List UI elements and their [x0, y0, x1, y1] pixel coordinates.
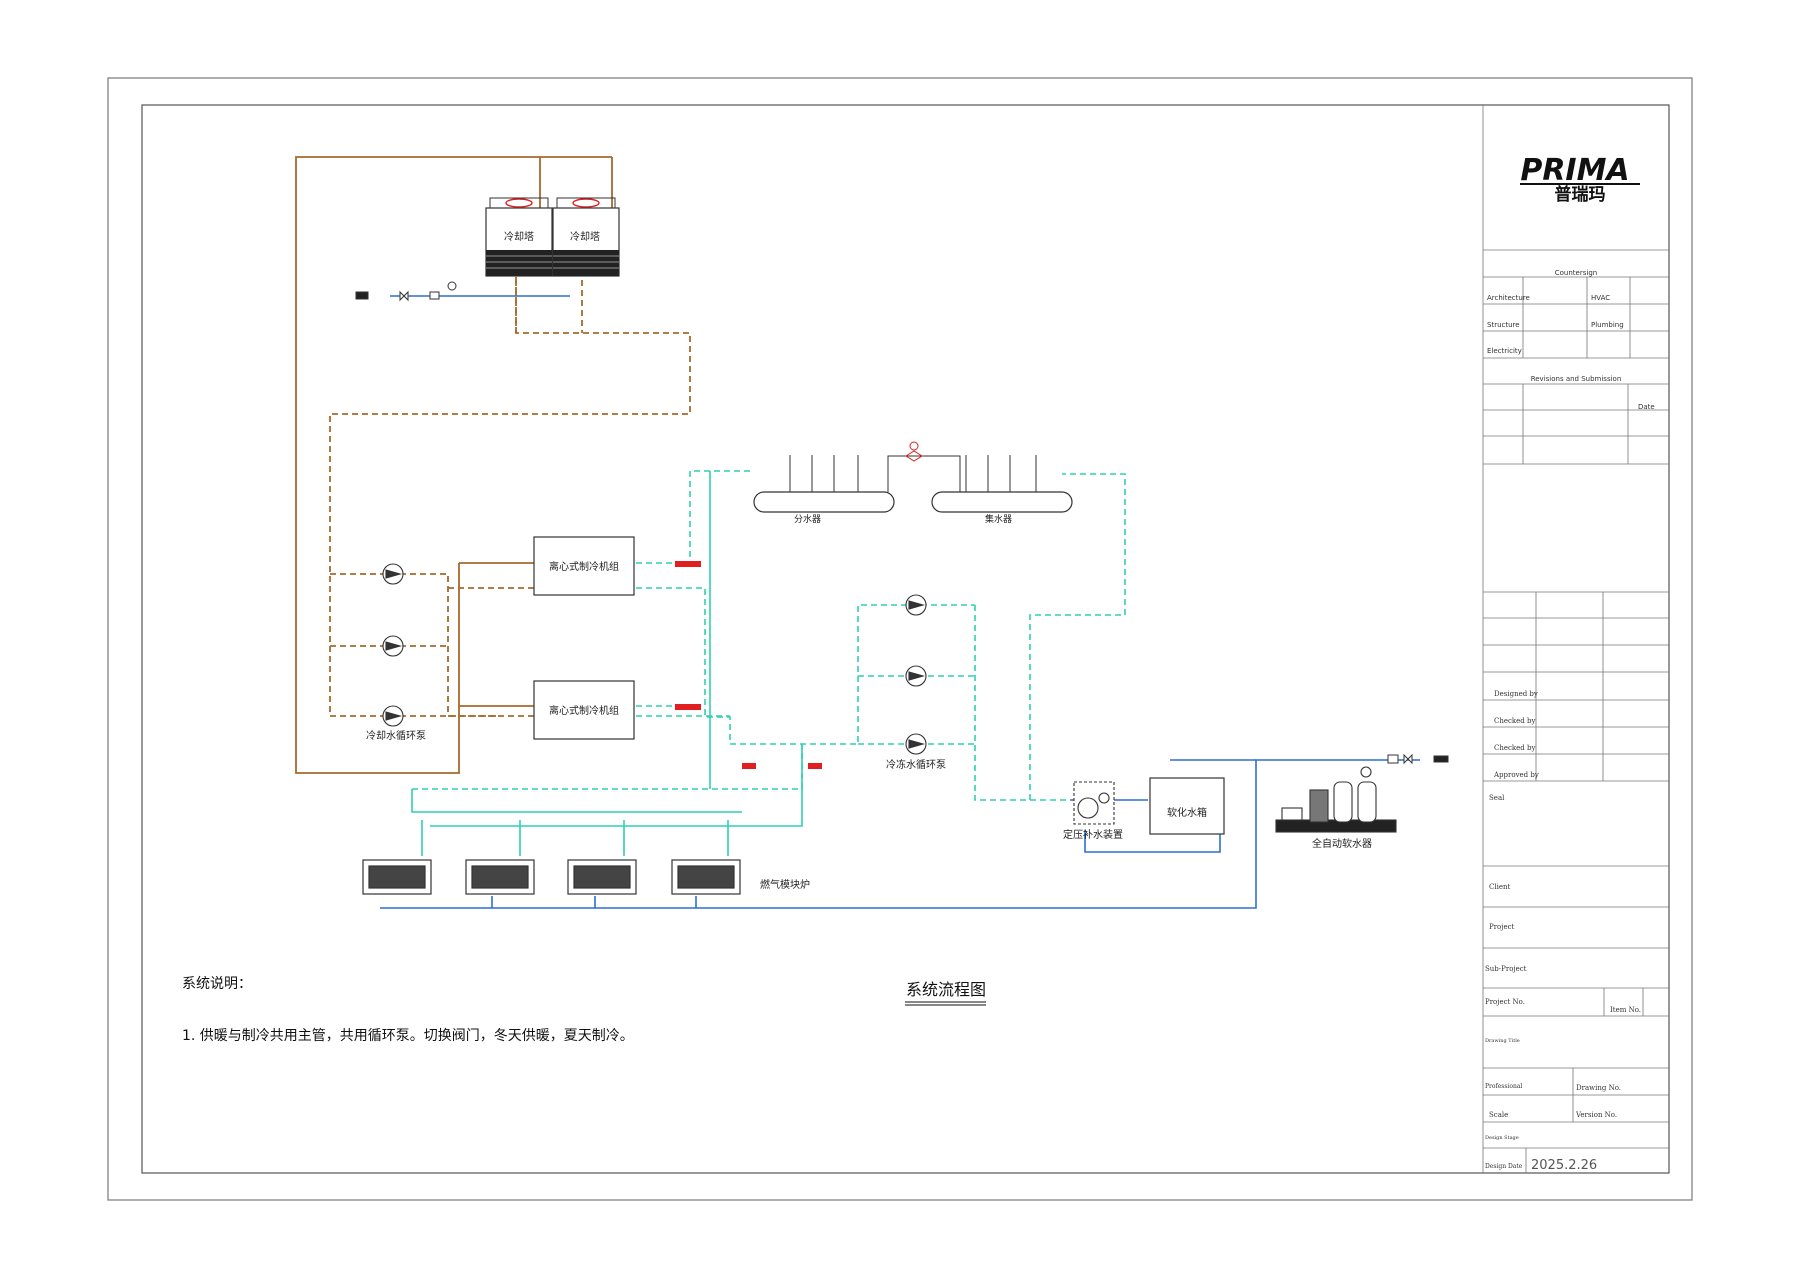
soft-water-tank: 软化水箱 — [1149, 777, 1225, 835]
label-checked-by-2: Checked by — [1494, 744, 1535, 752]
water-softener — [1275, 766, 1397, 833]
label-design-date: Design Date — [1485, 1163, 1523, 1170]
boiler-group — [362, 859, 741, 895]
cooling-pump-group — [382, 563, 404, 727]
label-approved-by: Approved by — [1493, 771, 1539, 779]
label-hvac: HVAC — [1591, 294, 1610, 302]
cooling-tower-2-label: 冷却塔 — [570, 230, 600, 243]
cooling-tower-1: 冷却塔 — [485, 197, 553, 277]
cooling-pump-group-label: 冷却水循环泵 — [366, 729, 426, 742]
notes-line-1: 1. 供暖与制冷共用主管，共用循环泵。切换阀门，冬天供暖，夏天制冷。 — [182, 1027, 634, 1044]
chiller-valve-marks-icon — [675, 561, 822, 769]
label-drawing-no: Drawing No. — [1576, 1084, 1621, 1092]
label-professional: Professional — [1485, 1083, 1522, 1090]
label-structure: Structure — [1487, 321, 1520, 329]
label-project: Project — [1489, 923, 1515, 931]
city-water-inlet-icon — [1387, 753, 1449, 765]
design-date-value: 2025.2.26 — [1531, 1158, 1597, 1173]
label-item-no: Item No. — [1610, 1006, 1641, 1014]
chiller-2-label: 离心式制冷机组 — [549, 704, 619, 717]
countersign-header: Countersign — [1555, 269, 1597, 277]
soft-water-tank-label: 软化水箱 — [1167, 806, 1207, 819]
return-header-label: 集水器 — [985, 513, 1012, 525]
label-project-no: Project No. — [1485, 998, 1525, 1006]
label-scale: Scale — [1489, 1111, 1508, 1119]
chiller-2: 离心式制冷机组 — [533, 680, 635, 740]
logo-text: PRIMA — [1520, 153, 1629, 188]
notes-heading: 系统说明： — [182, 976, 252, 992]
label-plumbing: Plumbing — [1591, 321, 1624, 329]
label-architecture: Architecture — [1487, 294, 1530, 302]
supply-header-label: 分水器 — [794, 513, 821, 525]
label-client: Client — [1489, 883, 1510, 891]
boiler-group-label: 燃气模块炉 — [760, 878, 810, 891]
label-design-stage: Design Stage — [1485, 1135, 1519, 1141]
label-designed-by: Designed by — [1494, 690, 1538, 698]
water-softener-label: 全自动软水器 — [1312, 837, 1372, 850]
header-branch-valves-icon — [789, 441, 1037, 492]
chiller-1: 离心式制冷机组 — [533, 536, 635, 596]
outer-frame — [107, 77, 1693, 1201]
revisions-header: Revisions and Submission — [1531, 375, 1622, 383]
label-checked-by-1: Checked by — [1494, 717, 1535, 725]
cooling-tower-1-label: 冷却塔 — [504, 230, 534, 243]
chilled-water-piping — [412, 470, 1126, 801]
brand-logo: PRIMA 普瑞玛 — [1520, 153, 1640, 205]
makeup-unit — [1073, 781, 1115, 825]
chilled-pump-group — [905, 594, 927, 755]
label-drawing-title: Drawing Title — [1485, 1038, 1520, 1044]
label-date: Date — [1638, 403, 1655, 411]
inner-frame — [141, 104, 1670, 1174]
chilled-water-piping-solid — [411, 471, 803, 856]
city-water-piping — [380, 295, 1420, 909]
tower-makeup-valves-icon — [355, 281, 457, 302]
label-version-no: Version No. — [1575, 1111, 1617, 1119]
return-header: 集水器 — [931, 491, 1073, 525]
label-sub-project: Sub-Project — [1485, 965, 1527, 973]
title-block — [1482, 105, 1669, 1173]
makeup-unit-label: 定压补水装置 — [1063, 828, 1123, 841]
chiller-1-label: 离心式制冷机组 — [549, 560, 619, 573]
supply-header: 分水器 — [753, 491, 895, 525]
logo-cn-text: 普瑞玛 — [1555, 184, 1606, 205]
drawing-caption: 系统流程图 — [906, 980, 986, 999]
cooling-tower-2: 冷却塔 — [552, 197, 620, 277]
chilled-pump-group-label: 冷冻水循环泵 — [886, 758, 946, 771]
label-seal: Seal — [1489, 794, 1505, 802]
label-electricity: Electricity — [1487, 347, 1522, 355]
